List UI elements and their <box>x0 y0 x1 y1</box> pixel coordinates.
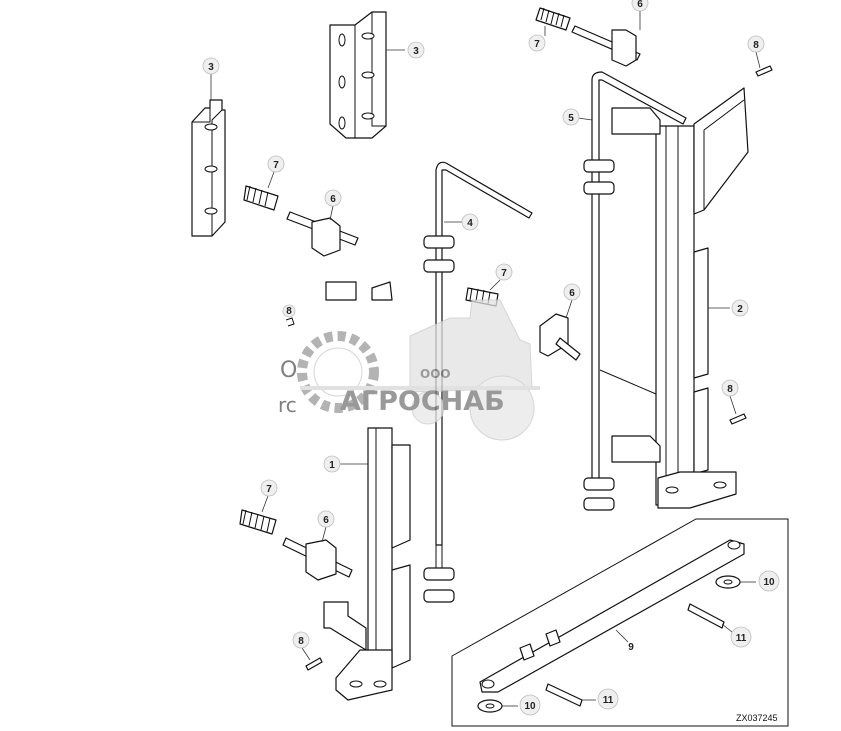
latch-6-top <box>571 25 641 67</box>
callout-10-top: 10 <box>763 577 775 588</box>
callout-2: 2 <box>737 304 743 315</box>
callout-8-right: 8 <box>727 384 733 395</box>
behind-letter-b: rc <box>278 393 297 417</box>
callout-6-top: 6 <box>637 0 643 10</box>
callout-7-mid: 7 <box>273 160 279 171</box>
callout-1: 1 <box>329 460 335 471</box>
callout-3-top: 3 <box>413 46 419 57</box>
frame-2 <box>611 87 749 509</box>
behind-letter-a: O <box>280 358 297 383</box>
callout-10-bottom: 10 <box>524 701 536 712</box>
callout-7-bottom: 7 <box>266 484 272 495</box>
bracket-3-top <box>329 11 387 139</box>
callout-11-bottom: 11 <box>603 695 614 706</box>
watermark-prefix: ООО <box>420 367 451 381</box>
watermark: ООО АГРОСНАБ O rc <box>278 299 540 441</box>
spring-7-mid <box>243 185 279 211</box>
callout-3-left: 3 <box>208 62 214 73</box>
callouts: 3 3 6 7 8 5 7 6 4 7 <box>202 0 780 716</box>
callout-11-top: 11 <box>736 633 747 644</box>
pin-8-small <box>285 317 295 327</box>
pin-8-top <box>755 65 773 77</box>
callout-6-bottom: 6 <box>323 515 329 526</box>
callout-4: 4 <box>467 218 473 229</box>
pin-8-bottom <box>305 657 323 671</box>
figure-code: ZX037245 <box>736 713 778 723</box>
frame-1 <box>323 281 411 701</box>
callout-5: 5 <box>568 113 574 124</box>
latch-6-right <box>539 313 581 361</box>
callout-6-mid: 6 <box>330 194 336 205</box>
rod-5 <box>583 71 687 511</box>
bracket-3-left <box>191 99 226 237</box>
callout-9: 9 <box>628 642 634 653</box>
pin-8-right <box>729 413 747 425</box>
callout-7-right: 7 <box>501 268 507 279</box>
callout-8-top: 8 <box>753 40 759 51</box>
watermark-name: АГРОСНАБ <box>340 386 505 417</box>
callout-7-top: 7 <box>534 39 540 50</box>
callout-8-bottom: 8 <box>298 636 304 647</box>
callout-6-right: 6 <box>569 288 575 299</box>
callout-8-small: 8 <box>286 306 292 317</box>
spring-7-top <box>535 7 571 31</box>
spring-7-bottom <box>239 509 277 535</box>
latch-6-mid <box>286 211 359 257</box>
latch-6-bottom <box>282 537 353 581</box>
rod-4 <box>423 161 533 603</box>
inset-box <box>451 518 789 727</box>
